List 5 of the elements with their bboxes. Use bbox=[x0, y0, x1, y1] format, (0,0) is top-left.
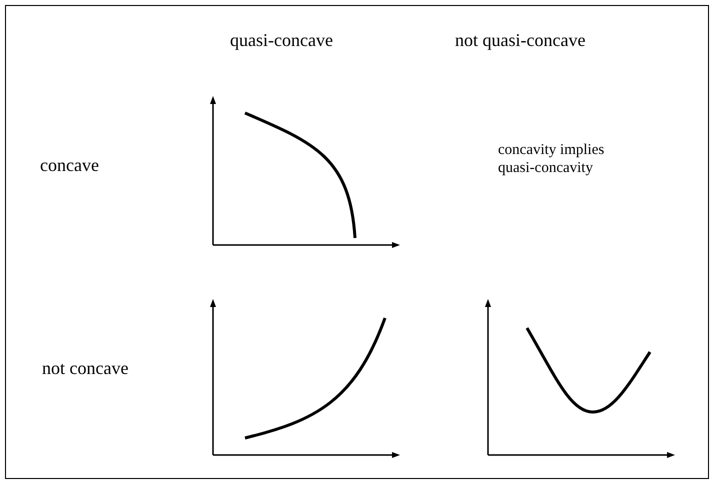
row-heading: not concave bbox=[42, 358, 128, 380]
note-text: concavity implies quasi-concavity bbox=[498, 141, 606, 177]
column-heading: quasi-concave bbox=[230, 30, 333, 52]
column-heading: not quasi-concave bbox=[455, 30, 586, 52]
row-heading: concave bbox=[40, 155, 99, 177]
